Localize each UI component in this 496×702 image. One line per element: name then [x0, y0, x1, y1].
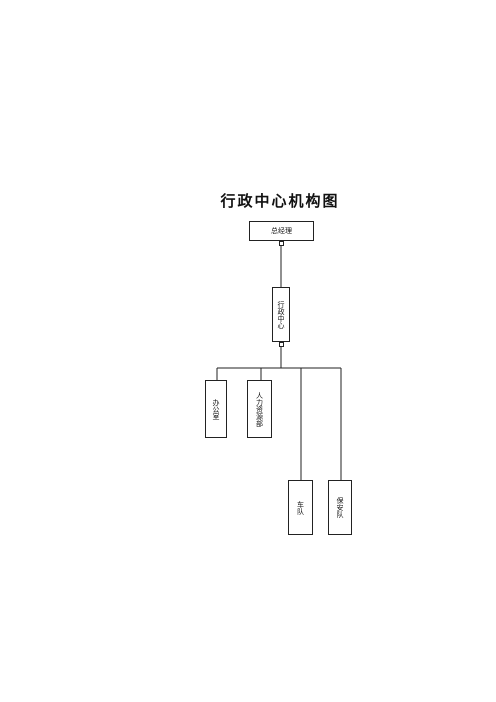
- node-general-manager: 总经理: [249, 221, 314, 241]
- node-security-label: 保安队: [336, 497, 345, 518]
- node-fleet-label: 车队: [296, 500, 305, 515]
- node-admin-center: 行政中心: [272, 287, 290, 342]
- node-office: 办公室: [205, 380, 227, 438]
- node-hr: 人力资源部: [247, 380, 272, 438]
- node-security: 保安队: [328, 480, 352, 535]
- connector-square-bottom: [279, 342, 284, 347]
- node-general-manager-label: 总经理: [271, 226, 292, 235]
- node-fleet: 车队: [288, 480, 313, 535]
- node-admin-center-label: 行政中心: [277, 300, 286, 329]
- node-office-label: 办公室: [212, 398, 221, 420]
- connector-square-top: [279, 241, 284, 246]
- chart-title: 行政中心机构图: [220, 192, 340, 210]
- node-hr-label: 人力资源部: [255, 391, 264, 427]
